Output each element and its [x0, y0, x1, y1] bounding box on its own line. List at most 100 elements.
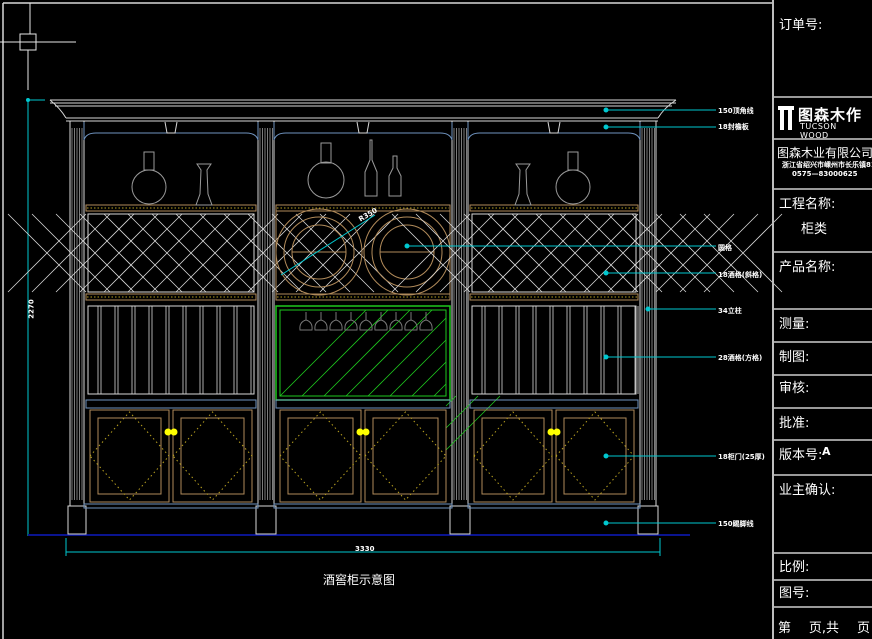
square-rack-frame [87, 305, 255, 395]
door-panel [279, 409, 362, 503]
measure-label: 测量: [779, 317, 810, 332]
version-cell: 版本号: A [774, 441, 872, 476]
bottle-decanter [195, 163, 213, 206]
annotation-fascia: 18封檐板 [718, 123, 749, 131]
height-dimension [26, 98, 45, 536]
diamond-rack-bar [199, 213, 279, 293]
draw-label: 制图: [779, 350, 810, 365]
version-label: 版本号: [779, 448, 823, 463]
pillar-base [67, 505, 87, 535]
door-panel [364, 409, 447, 503]
annotation-round-rack: 圆格 [718, 244, 732, 252]
diamond-rack-bar [487, 213, 567, 293]
approve-label: 批准: [779, 416, 810, 431]
glass-reflection [411, 361, 447, 397]
arch [83, 122, 259, 141]
arch [273, 122, 453, 141]
bottle-neck [320, 142, 332, 164]
diamond-rack-bar [679, 213, 759, 293]
hanging-glass [314, 312, 328, 331]
door-handle [547, 428, 555, 436]
order-no-label: 订单号: [779, 18, 823, 33]
company-cell: 图森木业有限公司 浙江省绍兴市嵊州市长乐镇818号 0575—83000625 [774, 140, 872, 190]
diamond-rack-bar [103, 213, 183, 293]
diamond-rack-bar [31, 213, 111, 293]
project-label: 工程名称: [779, 197, 836, 212]
hanging-glass [374, 312, 388, 331]
annotation-pillar: 34立柱 [718, 307, 742, 315]
glass-reflection [445, 395, 501, 451]
door-panel [473, 409, 553, 503]
drawing-no-label: 图号: [779, 586, 810, 601]
crown-moulding [49, 99, 677, 122]
review-label: 审核: [779, 381, 810, 396]
scale-cell: 比例: [774, 554, 872, 581]
pillar [255, 120, 277, 535]
section-center [273, 121, 501, 509]
annotation-square-rack: 28酒格(方格) [718, 354, 763, 362]
door-handle [164, 428, 172, 436]
pillar [449, 120, 471, 535]
company-phone: 0575—83000625 [792, 170, 858, 178]
arch [467, 122, 641, 141]
bottle-decanter [514, 163, 532, 206]
hanging-glass [389, 312, 403, 331]
door-panel [89, 409, 170, 503]
hanging-glass [329, 312, 343, 331]
diamond-rack-bar [223, 213, 303, 293]
door-handle [356, 428, 364, 436]
bottle-neck [143, 151, 155, 171]
door-inset [287, 417, 354, 495]
round-rack-ring [371, 216, 443, 288]
leader-dot [603, 520, 609, 526]
diamond-rack-bar [463, 213, 543, 293]
diamond-rack-bar [583, 213, 663, 293]
glass-reflection [345, 309, 433, 397]
diamond-rack-bar [559, 213, 639, 293]
diamond-rack-frame [87, 213, 255, 293]
glass-reflection [279, 309, 367, 397]
hanging-glass [344, 312, 358, 331]
leader-dot [404, 243, 410, 249]
keystone [356, 121, 370, 134]
door-handle [553, 428, 561, 436]
pillars [67, 120, 659, 535]
annotation-crown: 150顶角线 [718, 107, 754, 115]
door-diamond-pattern [279, 411, 362, 501]
drawing-title: 酒窖柜示意图 [323, 573, 396, 587]
diamond-rack-bar [655, 213, 735, 293]
hanging-glass [359, 312, 373, 331]
version-value: A [822, 445, 831, 458]
door-handle [170, 428, 178, 436]
project-cell: 工程名称: 柜类 [774, 190, 872, 253]
diamond-rack-bar [607, 213, 687, 293]
pillar-outline [451, 120, 469, 507]
square-rack-frame [471, 305, 637, 395]
shelf [85, 293, 257, 301]
approve-cell: 批准: [774, 409, 872, 441]
pillar-outline [639, 120, 657, 507]
door-rail [85, 399, 257, 409]
pillar-outline [257, 120, 275, 507]
draw-cell: 制图: [774, 343, 872, 376]
glass-reflection [445, 395, 479, 429]
company-logo: 图森木作 TUCSON WOOD [778, 106, 868, 140]
leader-dot [603, 124, 609, 130]
leader-dot [603, 107, 609, 113]
annotation-door: 18柜门(25厚) [718, 453, 765, 461]
door-diamond-pattern [473, 411, 553, 501]
width-dimension [65, 538, 661, 556]
glass-inner [279, 309, 447, 397]
diamond-rack-frame [471, 213, 637, 293]
height-dimension-label: 2270 [27, 299, 36, 319]
page-cell: 第 页,共 页 [774, 608, 872, 639]
leader-lines [280, 107, 716, 526]
drawing-no-cell: 图号: [774, 581, 872, 608]
annotation-diamond-rack: 18酒格(斜格) [718, 271, 763, 279]
plinth-top [273, 503, 453, 509]
leader-dot [603, 270, 609, 276]
crosshair-cursor-icon [0, 3, 76, 90]
page-indicator: 第 页,共 页 [778, 617, 870, 636]
plinth-top [467, 503, 641, 509]
diamond-rack-bar [535, 213, 615, 293]
